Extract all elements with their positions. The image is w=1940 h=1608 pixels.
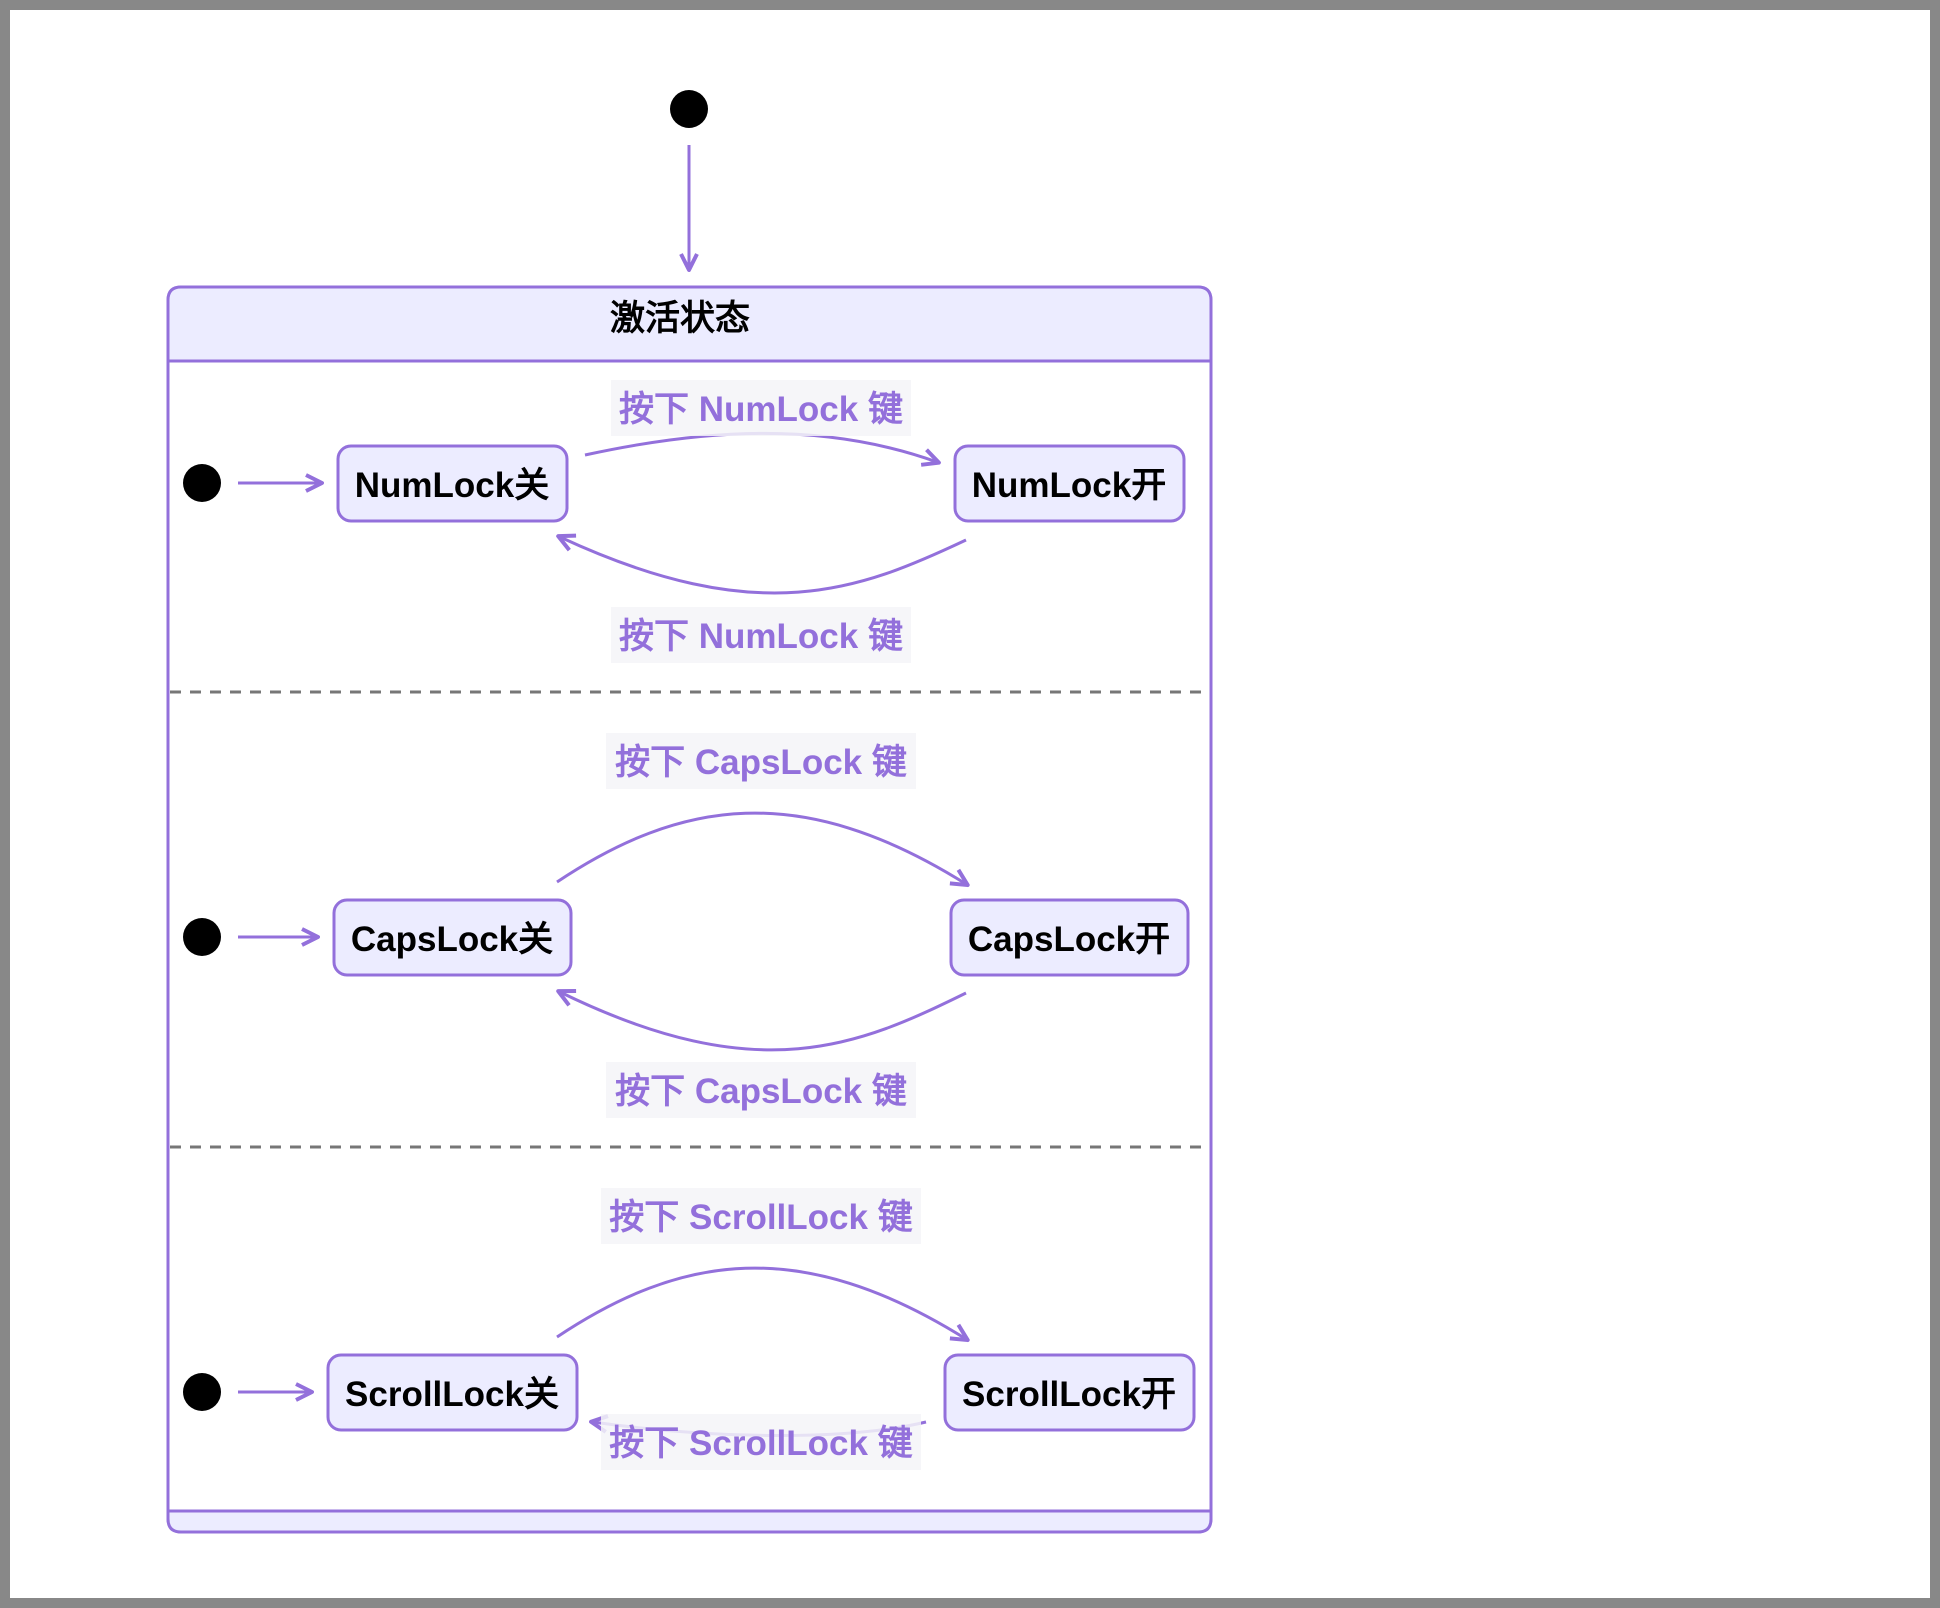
scrolllock-to-on-label: 按下 ScrollLock 键: [609, 1198, 912, 1237]
capslock-on-state[interactable]: [949, 898, 1190, 977]
scrolllock-initial-dot: [183, 1373, 221, 1411]
initial-state-dot: [670, 90, 708, 128]
numlock-off-label: NumLock关: [355, 466, 549, 505]
capslock-initial-dot: [183, 918, 221, 956]
capslock-to-off-arrow: [556, 988, 967, 1052]
composite-state-active: 激活状态: [166, 285, 1213, 1534]
numlock-to-off-label: 按下 NumLock 键: [619, 617, 903, 656]
scrolllock-to-on-arrow: [556, 1266, 970, 1343]
numlock-to-off-label-bg: [611, 607, 911, 663]
numlock-initial-dot: [183, 464, 221, 502]
scrolllock-on-state[interactable]: [943, 1353, 1196, 1432]
scrolllock-to-off-label: 按下 ScrollLock 键: [609, 1424, 912, 1463]
region-numlock: NumLock关 NumLock开 按下 NumLock 键 按下 NumLoc…: [183, 380, 1186, 663]
scrolllock-off-state[interactable]: [326, 1353, 579, 1432]
capslock-to-on-label-bg: [606, 733, 916, 789]
numlock-to-on-label-bg: [611, 380, 911, 436]
capslock-on-label: CapsLock开: [968, 920, 1170, 959]
capslock-to-on-arrow: [556, 811, 970, 888]
scrolllock-to-on-label-bg: [601, 1188, 921, 1244]
composite-state-title: 激活状态: [610, 299, 750, 338]
capslock-off-state[interactable]: [332, 898, 573, 977]
capslock-off-label: CapsLock关: [351, 920, 553, 959]
scrolllock-on-label: ScrollLock开: [962, 1375, 1176, 1414]
scrolllock-off-label: ScrollLock关: [345, 1375, 559, 1414]
numlock-on-label: NumLock开: [972, 466, 1166, 505]
numlock-to-off-arrow: [556, 533, 967, 595]
region-capslock: CapsLock关 CapsLock开 按下 CapsLock 键 按下 Cap…: [183, 733, 1190, 1118]
numlock-on-state[interactable]: [953, 444, 1186, 523]
numlock-off-state[interactable]: [336, 444, 569, 523]
capslock-to-off-label-bg: [606, 1062, 916, 1118]
numlock-to-on-label: 按下 NumLock 键: [619, 390, 903, 429]
region-scrolllock: ScrollLock关 ScrollLock开 按下 ScrollLock 键 …: [183, 1188, 1196, 1470]
scrolllock-to-off-label-bg: [601, 1414, 921, 1470]
capslock-to-on-label: 按下 CapsLock 键: [615, 743, 907, 782]
capslock-to-off-label: 按下 CapsLock 键: [615, 1072, 907, 1111]
